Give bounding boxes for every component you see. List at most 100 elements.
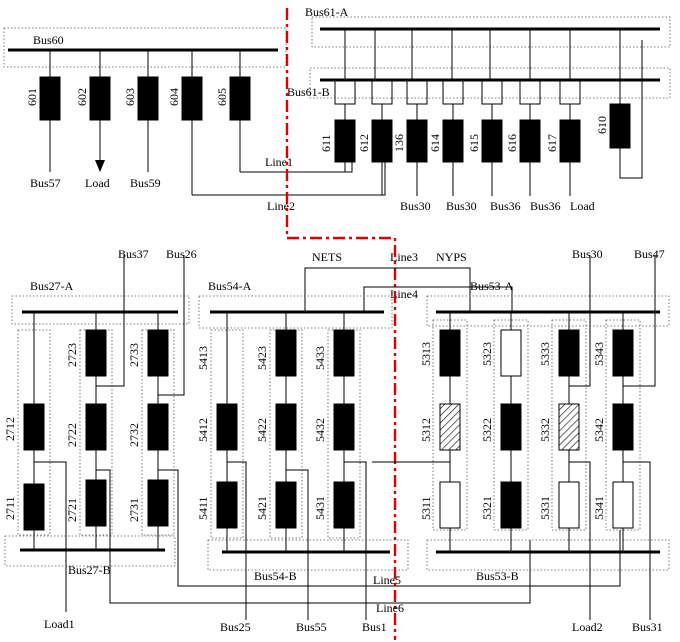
breaker-610[interactable] <box>609 103 631 149</box>
bus53b-zone <box>426 539 670 571</box>
breaker-2733[interactable] <box>147 329 169 377</box>
terminal-bus37: Bus37 <box>118 247 149 261</box>
breaker-label-136: 136 <box>392 134 406 152</box>
breaker-label-2733: 2733 <box>127 343 141 367</box>
breaker-5312[interactable] <box>439 403 461 451</box>
breaker-label-2721: 2721 <box>65 498 79 522</box>
nets-nyps-boundary <box>285 8 397 640</box>
bus27a-zone <box>11 295 190 325</box>
terminal-bus30-b: Bus30 <box>446 199 477 213</box>
breaker-614[interactable] <box>442 119 464 163</box>
breaker-5433[interactable] <box>333 329 355 377</box>
breaker-5422[interactable] <box>275 403 297 451</box>
breaker-5342[interactable] <box>612 403 634 451</box>
breaker-5311[interactable] <box>439 481 461 529</box>
breaker-label-2732: 2732 <box>127 423 141 447</box>
bus54b-label: Bus54-B <box>254 569 297 583</box>
breaker-5323[interactable] <box>500 329 522 377</box>
terminal-bus30-a: Bus30 <box>400 199 431 213</box>
bus27b-label: Bus27-B <box>68 563 111 577</box>
breaker-605[interactable] <box>229 76 251 121</box>
breaker-604[interactable] <box>181 76 203 121</box>
breaker-603[interactable] <box>137 76 159 121</box>
breaker-label-5422: 5422 <box>255 418 269 442</box>
breaker-2731[interactable] <box>147 479 169 527</box>
terminal-bus26: Bus26 <box>166 247 197 261</box>
bay-5323-zone <box>493 319 529 531</box>
breaker-label-5411: 5411 <box>196 496 210 520</box>
breaker-5313[interactable] <box>439 329 461 377</box>
breaker-label-617: 617 <box>545 134 559 152</box>
terminal-bus25: Bus25 <box>220 620 251 634</box>
breaker-label-5331: 5331 <box>538 496 552 520</box>
breaker-label-604: 604 <box>167 88 181 106</box>
breaker-5322[interactable] <box>500 403 522 451</box>
breaker-label-5421: 5421 <box>255 496 269 520</box>
terminal-bus59: Bus59 <box>130 176 161 190</box>
breaker-label-5342: 5342 <box>592 418 606 442</box>
bus61a-zone <box>311 16 671 48</box>
terminal-bus30-c: Bus30 <box>572 247 603 261</box>
terminal-bus36-a: Bus36 <box>490 199 521 213</box>
line6-label: Line6 <box>376 601 404 615</box>
breaker-2732[interactable] <box>147 403 169 451</box>
breaker-label-601: 601 <box>25 88 39 106</box>
breaker-136[interactable] <box>406 119 428 163</box>
breaker-label-5312: 5312 <box>419 418 433 442</box>
breaker-5411[interactable] <box>216 481 238 529</box>
region-nets: NETS <box>312 250 342 264</box>
breaker-5331[interactable] <box>558 481 580 529</box>
bus27a-label: Bus27-A <box>30 279 74 293</box>
breaker-5341[interactable] <box>612 481 634 529</box>
breaker-5333[interactable] <box>558 329 580 377</box>
bus53b-label: Bus53-B <box>476 569 519 583</box>
breaker-label-2722: 2722 <box>65 423 79 447</box>
breaker-label-5311: 5311 <box>419 496 433 520</box>
breaker-label-614: 614 <box>428 134 442 152</box>
bus53a-zone <box>426 295 670 327</box>
breaker-5321[interactable] <box>500 481 522 529</box>
breaker-label-5313: 5313 <box>419 342 433 366</box>
bus27b-zone <box>4 535 176 567</box>
breaker-5343[interactable] <box>612 329 634 377</box>
breaker-label-5321: 5321 <box>480 496 494 520</box>
terminal-bus36-b: Bus36 <box>530 199 561 213</box>
breaker-label-5423: 5423 <box>255 346 269 370</box>
line1-label: Line1 <box>265 155 293 169</box>
breaker-label-611: 611 <box>319 134 333 152</box>
region-nyps: NYPS <box>436 250 467 264</box>
breaker-5421[interactable] <box>275 481 297 529</box>
bus60-feeders <box>49 50 241 195</box>
breaker-615[interactable] <box>481 119 503 163</box>
breaker-617[interactable] <box>559 119 581 163</box>
terminal-load1: Load1 <box>44 617 75 631</box>
breaker-label-2723: 2723 <box>65 343 79 367</box>
terminal-bus55: Bus55 <box>296 620 327 634</box>
terminal-load-top: Load <box>85 176 110 190</box>
breaker-5432[interactable] <box>333 403 355 451</box>
bus60-label: Bus60 <box>33 33 64 47</box>
breaker-602[interactable] <box>89 76 111 121</box>
bus61-risers <box>334 29 643 196</box>
breaker-2711[interactable] <box>23 483 45 531</box>
bus54a-zone <box>198 295 393 329</box>
breaker-label-5322: 5322 <box>480 418 494 442</box>
breaker-611[interactable] <box>334 119 356 163</box>
breaker-5423[interactable] <box>275 329 297 377</box>
breaker-2723[interactable] <box>85 329 107 377</box>
breaker-2721[interactable] <box>85 479 107 527</box>
breaker-616[interactable] <box>519 119 541 163</box>
breaker-label-5323: 5323 <box>480 342 494 366</box>
breaker-601[interactable] <box>39 76 61 121</box>
breaker-5412[interactable] <box>216 403 238 451</box>
line3-label: Line3 <box>390 250 418 264</box>
bay-5343-zone <box>605 319 641 531</box>
bus27-bay-wires <box>33 255 621 612</box>
breaker-612[interactable] <box>371 119 393 163</box>
breaker-2722[interactable] <box>85 403 107 451</box>
breaker-5431[interactable] <box>333 481 355 529</box>
breaker-label-5412: 5412 <box>196 418 210 442</box>
breaker-5332[interactable] <box>558 403 580 451</box>
breaker-2712[interactable] <box>23 403 45 451</box>
